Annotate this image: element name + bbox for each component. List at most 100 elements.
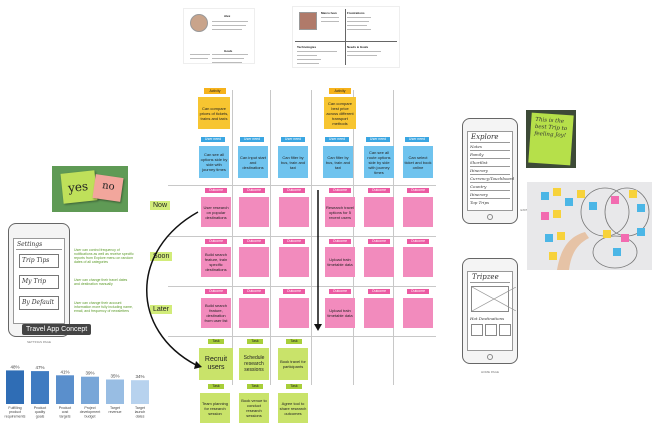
outcome-sticky-now-3 (279, 197, 309, 227)
outcome-sticky-soon-4: Upload train timetable data (325, 247, 355, 277)
outcome-label: Outcome (205, 289, 227, 294)
user-need-label-2: User need (240, 137, 264, 142)
outcome-label: Outcome (407, 188, 429, 193)
settings-phone-sketch: Settings Trip Tips My Trip By Default (8, 223, 70, 337)
outcome-sticky-now-5 (364, 197, 394, 227)
bar-5 (131, 380, 149, 404)
activity-sticky-1: Can compare prices of tickets, trains an… (198, 97, 230, 129)
outcome-label: Outcome (283, 188, 305, 193)
phone-item: Notes (470, 144, 482, 149)
phone-heading: Explore (471, 133, 499, 141)
yes-no-photo: yes no (52, 166, 128, 212)
outcome-label: Outcome (243, 188, 265, 193)
outcome-sticky-later-4: Upload train timetable data (325, 298, 355, 328)
persona-name: Alex (224, 14, 231, 18)
outcome-sticky-later-1: Build search feature, destination from u… (201, 298, 231, 328)
outcome-sticky-soon-1: Build search feature, train specific des… (201, 247, 231, 277)
sticky-note-text: This is the best Trip to feeling Joy! (534, 116, 568, 140)
phone-item: Itinerary (470, 168, 488, 173)
outcome-label: Outcome (407, 239, 429, 244)
user-need-sticky-2: Can input start and destinations (238, 146, 268, 178)
outcome-label: Outcome (329, 188, 351, 193)
settings-caption: SETTINGS PAGE (27, 340, 51, 344)
phone-item: Itinerary (470, 192, 488, 197)
row-label-now: Now (150, 201, 171, 210)
persona-goals: Frustrations (347, 11, 365, 15)
phone-heading: Tripzee (472, 273, 499, 281)
travel-app-concept-label: Travel App Concept (22, 324, 92, 335)
bar-2 (56, 375, 74, 404)
bar-0 (6, 370, 24, 404)
annotation-note-3: User can change their account informatio… (74, 301, 133, 313)
user-need-sticky-6: Can select ticket and book online (403, 146, 433, 178)
activity-sticky-2: Can compare best price across different … (324, 97, 356, 129)
phone-item: Family (470, 152, 484, 157)
outcome-label: Outcome (205, 239, 227, 244)
annotation-note-1: User can control frequency of notificati… (74, 248, 134, 264)
bar-value-2: 41% (60, 369, 69, 374)
outcome-label: Outcome (407, 289, 429, 294)
outcome-label: Outcome (329, 239, 351, 244)
task-sticky-schedule: Schedule research sessions (239, 348, 269, 380)
annotation-note-2: User can change their travel dates and d… (74, 278, 128, 286)
persona-needs: Needs & Goals (347, 45, 369, 49)
persona-photo (190, 14, 208, 32)
flow-arrows (146, 190, 322, 369)
task-sticky-planning: Team planning for research session (200, 393, 230, 423)
bar-value-4: 35% (110, 374, 119, 379)
task-label: Task (208, 339, 224, 344)
outcome-sticky-now-1: User research on popular destinations (201, 197, 231, 227)
persona-card-2: Marco Ivan Frustrations Technologies Nee… (292, 6, 400, 68)
persona-photo (299, 12, 317, 30)
phone-item: Trip Tips (22, 257, 50, 264)
task-label: Task (247, 339, 263, 344)
outcome-sticky-now-4: Research travel options for 5 recent use… (325, 197, 355, 227)
task-label: Task (247, 384, 263, 389)
user-need-sticky-3: Can filter by bus, train and taxi (278, 146, 308, 178)
outcome-sticky-later-5 (364, 298, 394, 328)
wall-stickies-photo (527, 182, 652, 270)
task-sticky-tool: Agree tool to share research outcomes (278, 393, 308, 423)
outcome-label: Outcome (205, 188, 227, 193)
task-label: Task (286, 339, 302, 344)
bar-4 (106, 379, 124, 404)
bar-3 (81, 376, 99, 404)
user-need-label-6: User need (405, 137, 429, 142)
bar-value-3: 39% (85, 371, 94, 376)
outcome-sticky-soon-5 (364, 247, 394, 277)
outcome-sticky-now-6 (403, 197, 433, 227)
home-phone-sketch: Tripzee Hot Destinations (462, 258, 518, 364)
outcome-label: Outcome (368, 188, 390, 193)
outcome-sticky-later-6 (403, 298, 433, 328)
task-sticky-venue: Book venue to conduct research sessions (239, 393, 269, 423)
outcome-label: Outcome (243, 289, 265, 294)
no-note: no (101, 180, 116, 193)
phone-heading: Settings (17, 241, 43, 248)
outcome-sticky-soon-3 (279, 247, 309, 277)
task-sticky-book: Book travel for participants (278, 348, 308, 380)
home-caption: HOME PAGE (481, 370, 499, 374)
task-label: Task (286, 384, 302, 389)
user-need-sticky-1: Can see all options side by side with jo… (199, 146, 229, 178)
task-label: Task (208, 384, 224, 389)
user-need-label-4: User need (325, 137, 349, 142)
phone-item: Country (470, 184, 487, 189)
persona-tech: Technologies (297, 45, 317, 49)
task-sticky-recruit: Recruit users (199, 348, 233, 380)
yes-note: yes (67, 179, 89, 196)
phone-item: Shortlist (470, 160, 488, 165)
outcome-sticky-later-3 (279, 298, 309, 328)
persona-card-1: Alex Goals (183, 8, 255, 64)
user-need-label-3: User need (281, 137, 305, 142)
bar-value-5: 34% (135, 374, 144, 379)
outcome-label: Outcome (283, 239, 305, 244)
bar-1 (31, 371, 49, 404)
bar-value-0: 48% (10, 364, 19, 369)
outcome-sticky-now-2 (239, 197, 269, 227)
phone-item: Hot Destinations (470, 316, 505, 321)
